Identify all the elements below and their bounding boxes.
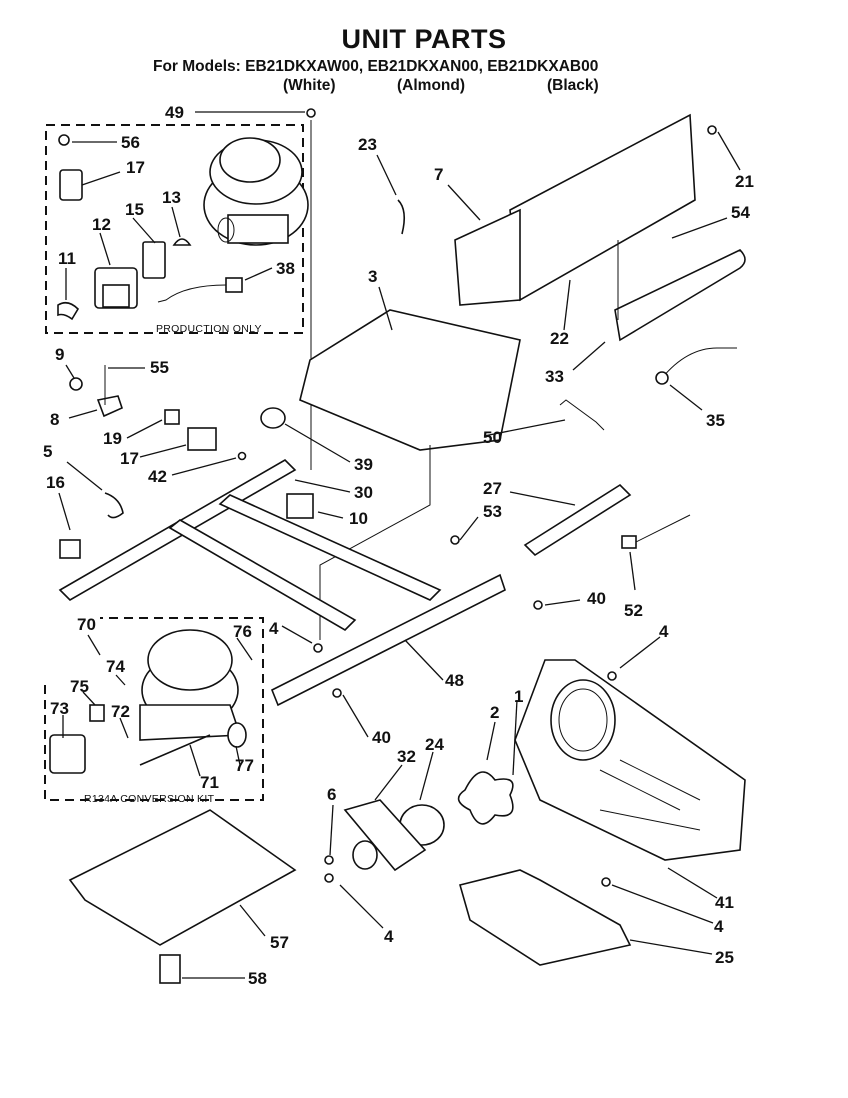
compressor-conversion [49,629,247,774]
callout-40: 40 [587,589,606,608]
callout-1: 1 [514,687,523,706]
drain-pan [459,869,632,966]
fan-shroud [514,659,746,861]
drain-tube [559,399,605,431]
screws [237,108,717,887]
callout-76: 76 [233,622,252,641]
callout-6: 6 [327,785,336,804]
callout-labels: 49 56 17 15 13 12 11 38 23 7 21 54 3 22 … [43,103,754,988]
callout-49: 49 [165,103,184,122]
conversion-kit-label: R134A CONVERSION KIT [84,793,215,805]
callout-12: 12 [92,215,111,234]
callout-70: 70 [77,615,96,634]
callout-58: 58 [248,969,267,988]
callout-72: 72 [111,702,130,721]
callout-22: 22 [550,329,569,348]
production-only-label: PRODUCTION ONLY [156,323,262,335]
callout-5: 5 [43,442,52,461]
callout-40b: 40 [372,728,391,747]
callout-4c: 4 [714,917,724,936]
callout-71: 71 [200,773,219,792]
evaporator [299,309,521,640]
callout-56: 56 [121,133,140,152]
condenser [454,113,746,342]
color-almond: (Almond) [397,77,466,94]
base-frame [58,459,506,707]
callout-39: 39 [354,455,373,474]
callout-21: 21 [735,172,754,191]
callout-7: 7 [434,165,443,184]
callout-41: 41 [715,893,734,912]
callout-77: 77 [235,756,254,775]
callout-30: 30 [354,483,373,502]
fan-motor [343,771,514,872]
callout-55: 55 [150,358,169,377]
filter-drier [523,483,691,557]
callout-54: 54 [731,203,750,222]
compressor-production [203,137,309,246]
callout-42: 42 [148,467,167,486]
callout-2: 2 [490,703,499,722]
production-only-kit-box: PRODUCTION ONLY [45,124,304,335]
conversion-kit-box: R134A CONVERSION KIT [44,617,264,805]
color-black: (Black) [547,77,599,94]
callout-19: 19 [103,429,122,448]
callout-8: 8 [50,410,59,429]
callout-53: 53 [483,502,502,521]
callout-33: 33 [545,367,564,386]
callout-38: 38 [276,259,295,278]
callout-32: 32 [397,747,416,766]
cover-plate [68,809,297,984]
callout-17: 17 [126,158,145,177]
leader-lines [58,111,741,979]
callout-16: 16 [46,473,65,492]
tube-23 [397,199,406,235]
callout-23: 23 [358,135,377,154]
callout-10: 10 [349,509,368,528]
color-white: (White) [283,77,336,94]
callout-35: 35 [706,411,725,430]
callout-15: 15 [125,200,144,219]
callout-75: 75 [70,677,89,696]
callout-3: 3 [368,267,377,286]
callout-4a: 4 [269,619,279,638]
callout-11: 11 [58,249,76,268]
callout-9: 9 [55,345,64,364]
callout-25: 25 [715,948,734,967]
wire-harness [661,347,737,379]
callout-17b: 17 [120,449,139,468]
callout-74: 74 [106,657,125,676]
small-parts-left [59,365,314,559]
callout-50: 50 [483,428,502,447]
callout-4b: 4 [659,622,669,641]
callout-24: 24 [425,735,444,754]
page-title: UNIT PARTS [341,24,507,54]
callout-48: 48 [445,671,464,690]
callout-57: 57 [270,933,289,952]
callout-13: 13 [162,188,181,207]
callout-27: 27 [483,479,502,498]
thermistor [655,371,669,385]
models-line: For Models: EB21DKXAW00, EB21DKXAN00, EB… [153,58,599,75]
callout-52: 52 [624,601,643,620]
callout-73: 73 [50,699,69,718]
callout-4d: 4 [384,927,394,946]
